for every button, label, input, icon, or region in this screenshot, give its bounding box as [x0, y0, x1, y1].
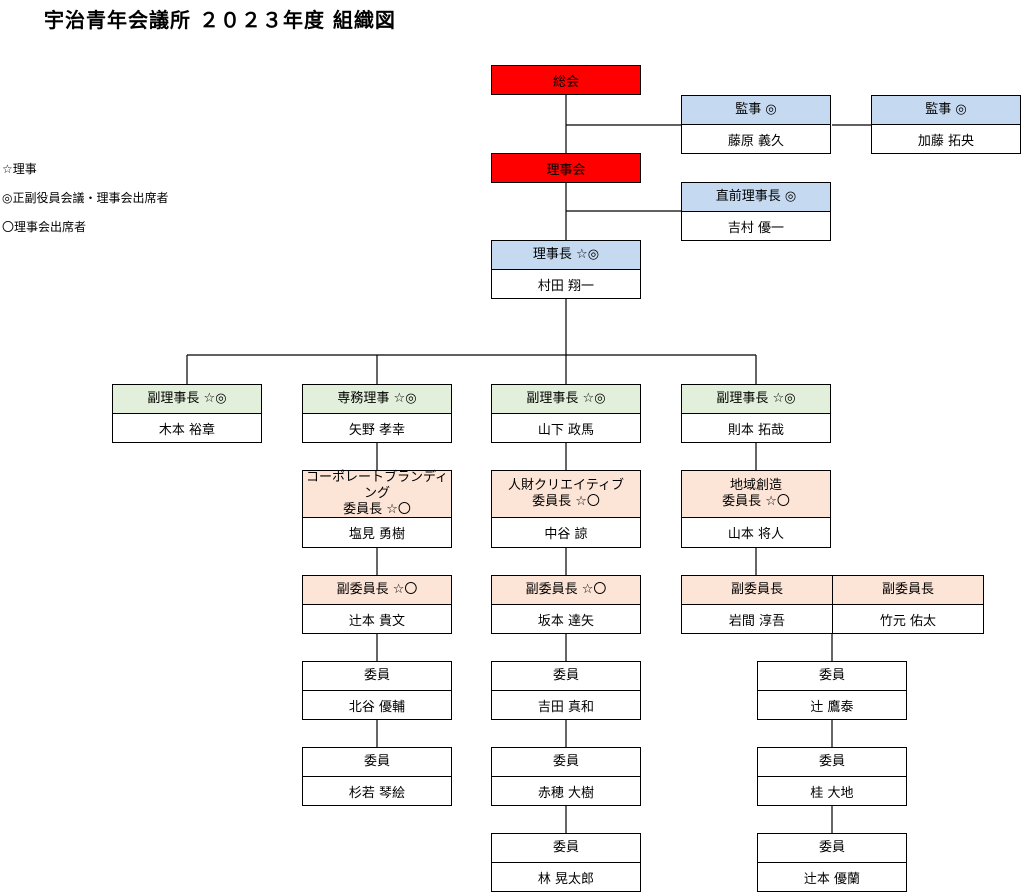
node-iincho-ch-title: 委員長 ☆〇: [722, 494, 790, 509]
node-iincho-jz: 人財クリエイティブ 委員長 ☆〇 中谷 諒: [491, 470, 641, 548]
node-fuku3-role: 副理事長 ☆◎: [682, 385, 830, 414]
node-iin-jz-3-name: 林 晃太郎: [537, 871, 595, 887]
node-iin-ch-3-name: 辻本 優蘭: [803, 871, 861, 887]
node-fukuiin-cb-role: 副委員長 ☆〇: [303, 576, 451, 605]
node-iincho-cb-name: 塩見 勇樹: [348, 527, 406, 542]
legend-seifuku: ◎正副役員会議・理事会出席者: [2, 191, 169, 205]
node-iincho-jz-committee: 人財クリエイティブ: [508, 478, 624, 493]
node-iincho-jz-name: 中谷 諒: [544, 527, 588, 542]
node-fuku-iincho-ch-2: 副委員長 竹元 佑太: [832, 575, 984, 634]
node-iin-cb-1: 委員 北谷 優輔: [302, 661, 452, 720]
node-senmu-role: 専務理事 ☆◎: [303, 385, 451, 414]
node-fukuiin-ch2-name: 竹元 佑太: [879, 613, 937, 629]
node-iin-jz-1-name: 吉田 真和: [537, 699, 595, 715]
node-rijicho: 理事長 ☆◎ 村田 翔一: [491, 240, 641, 299]
node-rijikai-role: 理事会: [546, 162, 586, 178]
node-senmu-riji: 専務理事 ☆◎ 矢野 孝幸: [302, 384, 452, 443]
node-iin-cb-1-name: 北谷 優輔: [348, 699, 406, 715]
node-iin-jz-1: 委員 吉田 真和: [491, 661, 641, 720]
node-iin-ch-2-name: 桂 大地: [810, 785, 854, 801]
node-iin-ch-3-role: 委員: [758, 834, 906, 863]
node-fuku2-role: 副理事長 ☆◎: [492, 385, 640, 414]
node-iin-ch-3: 委員 辻本 優蘭: [757, 833, 907, 892]
node-fukuiin-ch1-name: 岩間 淳吾: [728, 613, 786, 629]
node-fuku1-name: 木本 裕章: [158, 422, 216, 438]
node-sokai: 総会: [491, 65, 641, 95]
node-iin-cb-1-role: 委員: [303, 662, 451, 691]
node-fuku-iincho-ch-1: 副委員長 岩間 淳吾: [681, 575, 833, 634]
page-title: 宇治青年会議所 ２０２３年度 組織図: [44, 8, 396, 32]
node-iincho-jz-role: 人財クリエイティブ 委員長 ☆〇: [492, 471, 640, 518]
node-iin-ch-1: 委員 辻 鷹泰: [757, 661, 907, 720]
node-iin-ch-2: 委員 桂 大地: [757, 747, 907, 806]
node-fuku-rijicho-3: 副理事長 ☆◎ 則本 拓哉: [681, 384, 831, 443]
node-iin-jz-2-name: 赤穂 大樹: [537, 785, 595, 801]
node-chokuzen-rijicho: 直前理事長 ◎ 吉村 優一: [681, 182, 831, 241]
node-fukuiin-cb-name: 辻本 貴文: [348, 613, 406, 629]
node-iincho-cb: コーポレートブランディング 委員長 ☆〇 塩見 勇樹: [302, 470, 452, 548]
node-fuku-iincho-jz: 副委員長 ☆〇 坂本 達矢: [491, 575, 641, 634]
node-fukuiin-ch2-role: 副委員長: [833, 576, 983, 605]
node-iin-ch-1-name: 辻 鷹泰: [810, 699, 854, 715]
node-kanji-1: 監事 ◎ 藤原 義久: [681, 95, 831, 154]
node-senmu-name: 矢野 孝幸: [348, 422, 406, 438]
node-rijikai: 理事会: [491, 153, 641, 183]
node-iin-cb-2: 委員 杉若 琴絵: [302, 747, 452, 806]
node-chokuzen-name: 吉村 優一: [727, 220, 785, 236]
node-fuku3-name: 則本 拓哉: [727, 422, 785, 438]
node-iin-jz-3: 委員 林 晃太郎: [491, 833, 641, 892]
node-fukuiin-jz-role: 副委員長 ☆〇: [492, 576, 640, 605]
node-iincho-cb-title: 委員長 ☆〇: [343, 502, 411, 517]
node-fuku-iincho-cb: 副委員長 ☆〇 辻本 貴文: [302, 575, 452, 634]
node-kanji-1-name: 藤原 義久: [727, 133, 785, 149]
legend-rijikai: 〇理事会出席者: [2, 220, 87, 234]
legend-riji: ☆理事: [2, 162, 37, 176]
node-iin-jz-1-role: 委員: [492, 662, 640, 691]
node-iin-jz-3-role: 委員: [492, 834, 640, 863]
node-kanji-2-role: 監事 ◎: [872, 96, 1020, 125]
node-iin-ch-2-role: 委員: [758, 748, 906, 777]
node-fuku1-role: 副理事長 ☆◎: [113, 385, 261, 414]
node-iin-cb-2-name: 杉若 琴絵: [348, 785, 406, 801]
node-sokai-role: 総会: [552, 74, 579, 90]
node-fuku2-name: 山下 政馬: [537, 422, 595, 438]
node-rijicho-role: 理事長 ☆◎: [492, 241, 640, 270]
node-kanji-2-name: 加藤 拓央: [917, 133, 975, 149]
node-fuku-rijicho-2: 副理事長 ☆◎ 山下 政馬: [491, 384, 641, 443]
node-fuku-rijicho-1: 副理事長 ☆◎ 木本 裕章: [112, 384, 262, 443]
node-iincho-cb-committee: コーポレートブランディング: [305, 470, 449, 501]
node-iincho-ch: 地域創造 委員長 ☆〇 山本 将人: [681, 470, 831, 548]
node-iin-ch-1-role: 委員: [758, 662, 906, 691]
node-fukuiin-jz-name: 坂本 達矢: [537, 613, 595, 629]
node-kanji-1-role: 監事 ◎: [682, 96, 830, 125]
node-iincho-ch-role: 地域創造 委員長 ☆〇: [682, 471, 830, 518]
node-kanji-2: 監事 ◎ 加藤 拓央: [871, 95, 1021, 154]
node-iincho-jz-title: 委員長 ☆〇: [532, 494, 600, 509]
node-fukuiin-ch1-role: 副委員長: [682, 576, 832, 605]
node-iincho-ch-name: 山本 将人: [727, 527, 785, 542]
node-rijicho-name: 村田 翔一: [537, 278, 595, 294]
node-iin-jz-2: 委員 赤穂 大樹: [491, 747, 641, 806]
node-chokuzen-role: 直前理事長 ◎: [682, 183, 830, 212]
node-iin-jz-2-role: 委員: [492, 748, 640, 777]
node-iincho-ch-committee: 地域創造: [729, 478, 782, 493]
node-iincho-cb-role: コーポレートブランディング 委員長 ☆〇: [303, 470, 451, 518]
node-iin-cb-2-role: 委員: [303, 748, 451, 777]
